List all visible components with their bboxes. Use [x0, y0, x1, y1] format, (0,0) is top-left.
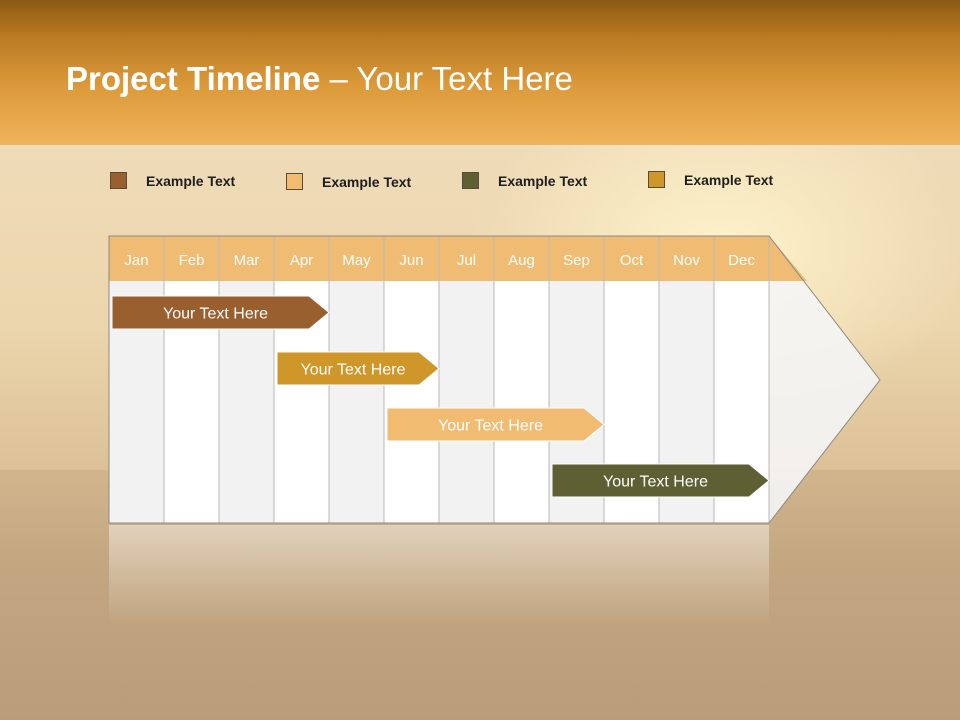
legend-swatch: [286, 173, 303, 190]
month-header-band: [109, 236, 807, 281]
slide-title: Project Timeline – Your Text Here: [66, 60, 573, 98]
task-bar-label: Your Text Here: [438, 418, 543, 435]
month-labels: Jan Feb Mar Apr May Jun Jul Aug Sep Oct Nov Dec: [124, 252, 755, 269]
task-bar-label: Your Text Here: [163, 306, 268, 323]
reflection-band: [109, 525, 769, 625]
legend-label: Example Text: [684, 172, 774, 188]
slide-title-rest: – Your Text Here: [320, 60, 573, 97]
month-label: Nov: [673, 252, 700, 269]
month-label: Feb: [179, 252, 205, 269]
month-label: Aug: [508, 252, 535, 269]
task-bar-label: Your Text Here: [301, 362, 406, 379]
legend-label: Example Text: [322, 174, 412, 190]
title-bar: Project Timeline – Your Text Here: [0, 0, 960, 145]
slide-title-main: Project Timeline: [66, 60, 321, 97]
month-column: [439, 281, 494, 523]
month-column: [329, 281, 384, 523]
task-bar: Your Text Here: [276, 351, 440, 386]
month-label: Mar: [234, 252, 260, 269]
legend-label: Example Text: [498, 173, 588, 189]
month-columns: [108, 236, 770, 523]
task-bar-shape: [386, 407, 605, 442]
task-bar-shape: [111, 295, 330, 330]
month-label: Jan: [124, 252, 148, 269]
task-bar: Your Text Here: [386, 407, 605, 442]
month-label: Jul: [457, 252, 476, 269]
legend-swatch: [462, 172, 479, 189]
month-label: Apr: [290, 252, 313, 269]
task-bar-shape: [551, 463, 770, 498]
task-bar-shape: [276, 351, 440, 386]
legend-label: Example Text: [146, 173, 236, 189]
month-label: Jun: [399, 252, 423, 269]
legend-swatch: [648, 171, 665, 188]
timeline-arrow-outline: [108, 235, 881, 524]
month-label: May: [342, 252, 371, 269]
month-column: [494, 281, 549, 523]
month-label: Oct: [620, 252, 644, 269]
legend-swatch: [110, 172, 127, 189]
timeline-reflection: [109, 525, 769, 625]
task-bar: Your Text Here: [111, 295, 330, 330]
task-bar: Your Text Here: [551, 463, 770, 498]
month-label: Sep: [563, 252, 590, 269]
task-bar-label: Your Text Here: [603, 474, 708, 491]
month-label: Dec: [728, 252, 755, 269]
month-column: [384, 281, 439, 523]
